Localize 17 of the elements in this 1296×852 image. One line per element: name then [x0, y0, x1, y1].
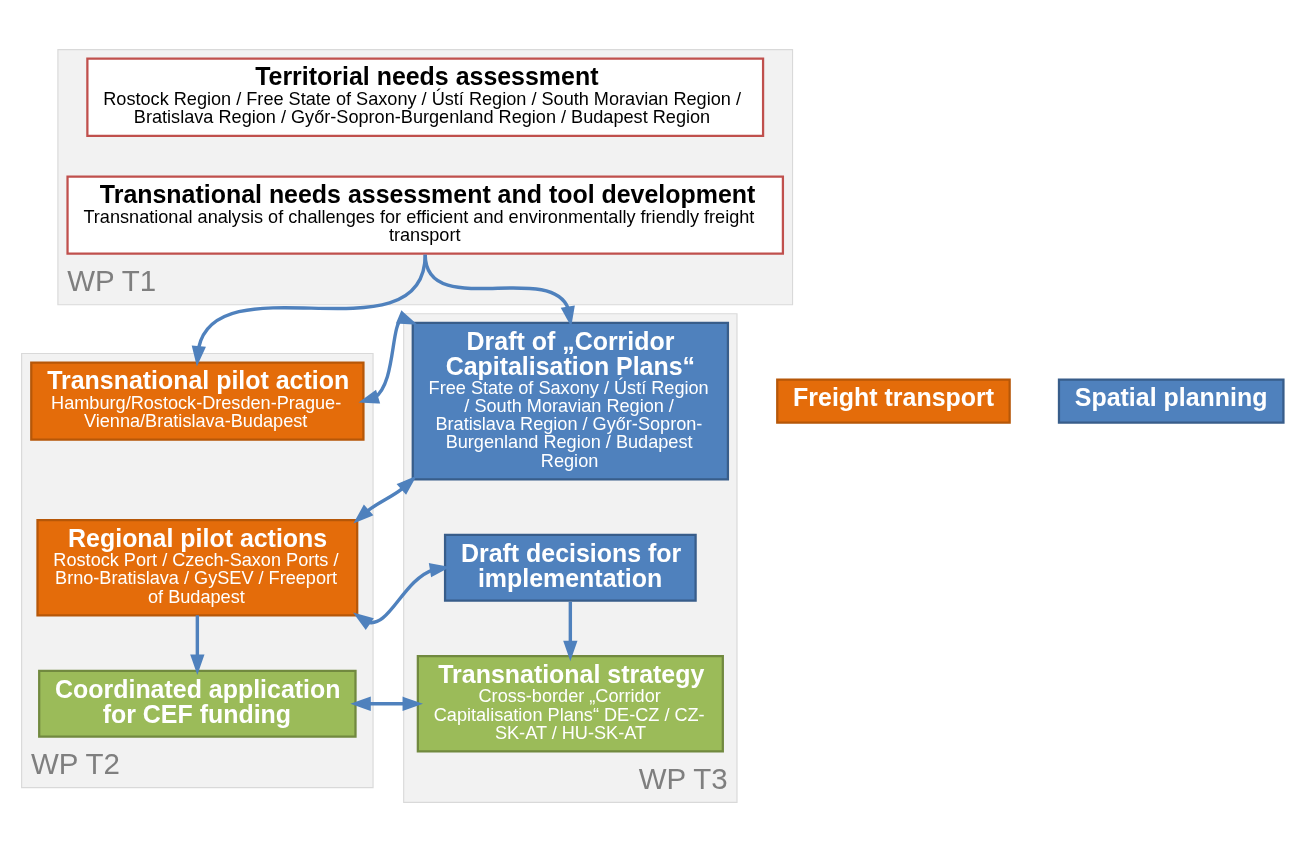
arrow [353, 475, 417, 524]
arrow [423, 254, 575, 327]
arrow [350, 696, 423, 711]
arrow [190, 615, 205, 675]
node-box: Regional pilot actions Rostock Port / Czech-Saxon Ports / Brno-Bratislava / GySEV / Freeport of Budapest [36, 518, 359, 617]
node-box: Transnational pilot action Hamburg/Rostock-Dresden-Prague-Vienna/Bratislava-Budapest [30, 361, 365, 441]
node-box: Territorial needs assessment Rostock Region / Free State of Saxony / Ústí Region / South Moravian Region / Bratislava Region / Győr-Sopron-Burgenland Region / Budapest Region [86, 57, 765, 137]
node-box: Draft decisions for implementation [443, 533, 697, 602]
arrow [563, 601, 578, 662]
node-box: Spatial planning [1057, 378, 1285, 424]
node-box: Transnational strategy Cross-border „Corridor Capitalisation Plans“ DE-CZ / CZ-SK-AT / HU-SK-AT [416, 655, 724, 753]
node-box: Freight transport [776, 378, 1011, 424]
arrow [191, 254, 427, 367]
node-box: Coordinated application for CEF funding [38, 669, 357, 738]
node-box: Transnational needs assessment and tool development Transnational analysis of challenges for efficient and environmentally friendly freight transport [66, 175, 785, 255]
arrow [358, 310, 418, 404]
node-box: Draft of „Corridor Capitalisation Plans“ Free State of Saxony / Ústí Region / South Moravian Region / Bratislava Region / Győr-Sopron-Burgenland Region / Budapest Region [411, 321, 730, 481]
